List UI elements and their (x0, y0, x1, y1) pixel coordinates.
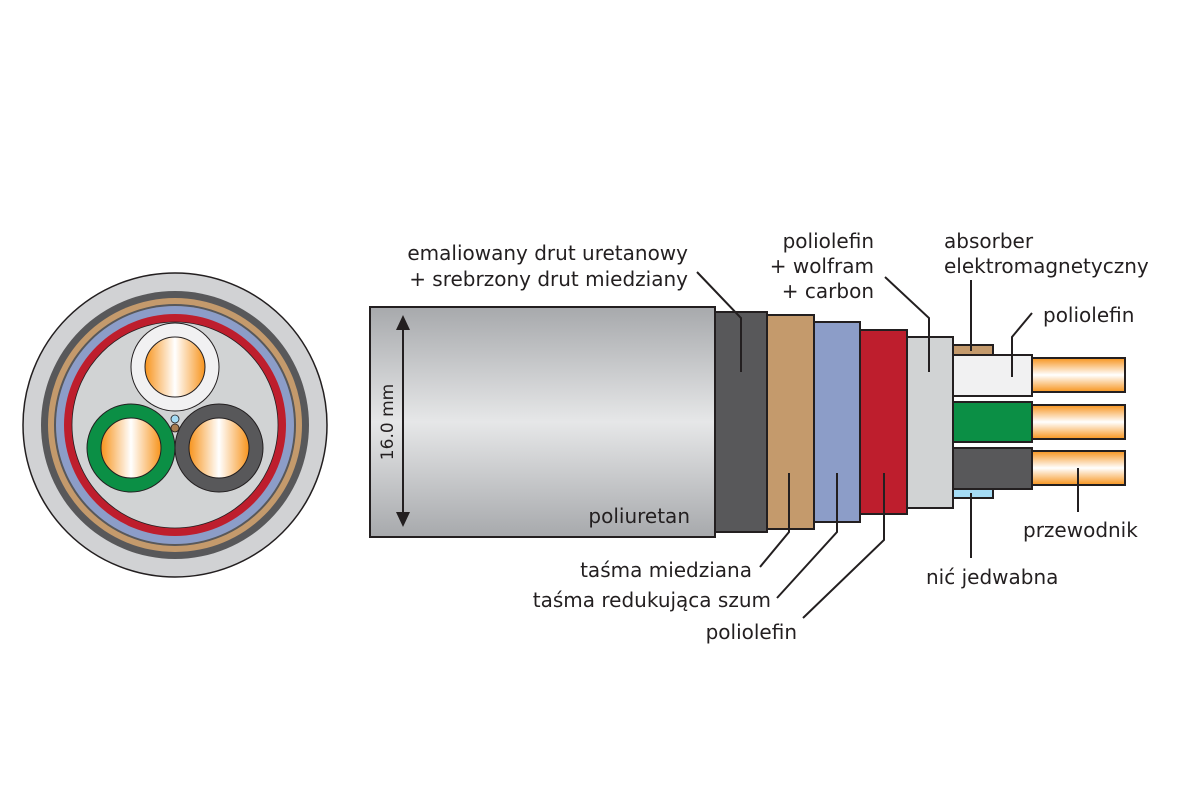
leader-copper-tape (759, 473, 790, 568)
cs-conductor-2 (100, 417, 162, 479)
absorber-strip (951, 344, 994, 356)
copper-tape (766, 314, 815, 530)
jacket (369, 306, 716, 538)
leader-noise-tape (776, 473, 838, 599)
dimension-arrow (396, 315, 410, 527)
leader-polyolefin-red (802, 473, 885, 619)
label-absorber-line2: elektromagnetyczny (944, 254, 1149, 278)
conductor-1 (1030, 357, 1126, 393)
label-braid-line2: + srebrzony drut miedziany (409, 267, 688, 291)
label-jacket: poliuretan (588, 504, 690, 528)
cs-absorber (170, 423, 180, 433)
label-copper-tape: taśma miedziana (580, 558, 752, 582)
label-silk-thread: nić jedwabna (926, 565, 1058, 589)
cs-conductor-1 (144, 336, 206, 398)
label-noise-tape: taśma redukująca szum (533, 588, 771, 612)
insulation-green (951, 401, 1033, 443)
label-filler-line1: poliolefin (783, 229, 874, 253)
label-polyolefin-red: poliolefin (706, 620, 797, 644)
leader-braid (696, 271, 742, 372)
label-conductor: przewodnik (1023, 518, 1138, 542)
labels: emaliowany drut uretanowy + srebrzony dr… (407, 229, 1149, 644)
insulation-white (951, 354, 1033, 397)
leader-lines (696, 271, 1079, 619)
leader-insulation (1011, 312, 1033, 377)
dimension-label: 16.0 mm (378, 384, 398, 460)
cs-conductor-3 (188, 417, 250, 479)
label-absorber-line1: absorber (944, 229, 1034, 253)
side-view: 16.0 mm poliuretan (369, 306, 1126, 538)
label-braid-line1: emaliowany drut uretanowy (407, 241, 688, 265)
conductor-2 (1030, 404, 1126, 440)
insulation-black (951, 447, 1033, 490)
cross-section (22, 272, 328, 578)
label-filler-line3: + carbon (782, 279, 874, 303)
label-filler-line2: + wolfram (770, 254, 874, 278)
label-insulation: poliolefin (1043, 303, 1134, 327)
cs-silk-thread (170, 414, 180, 424)
leader-filler (884, 276, 930, 372)
